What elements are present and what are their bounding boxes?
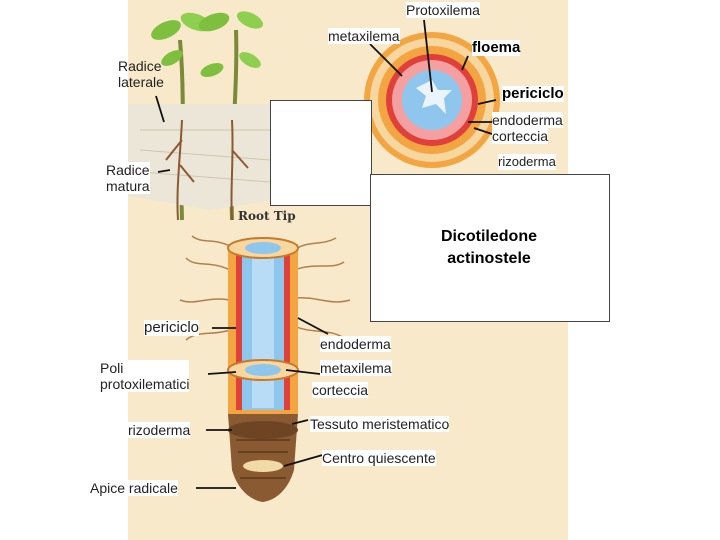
label-rizoderma-top: rizoderma	[498, 154, 556, 170]
label-apice-radicale: Apice radicale	[90, 480, 178, 496]
root-longitudinal-section	[179, 235, 351, 502]
label-radice-matura: Radice matura	[106, 162, 150, 194]
label-rizoderma-left: rizoderma	[128, 422, 191, 438]
title-line-2: actinostele	[447, 250, 531, 267]
label-corteccia-top: corteccia	[492, 128, 549, 144]
label-protoxilema: Protoxilema	[406, 2, 480, 18]
title-box	[370, 174, 610, 322]
label-tessuto-meristematico: Tessuto meristematico	[310, 416, 450, 432]
seedling-roots	[165, 119, 249, 221]
label-corteccia-mid: corteccia	[312, 382, 369, 398]
label-metaxilema-top: metaxilema	[328, 28, 400, 44]
label-metaxilema-mid: metaxilema	[320, 360, 392, 376]
label-root-tip: Root Tip	[238, 209, 296, 223]
label-radice-laterale: Radice laterale	[118, 58, 164, 90]
root-cross-section	[364, 32, 500, 168]
diagram-title: Dicotiledone actinostele	[370, 226, 608, 270]
label-endoderma-mid: endoderma	[320, 336, 391, 352]
label-periciclo-top: periciclo	[502, 85, 564, 102]
soil-band	[128, 104, 271, 210]
title-line-1: Dicotiledone	[440, 228, 537, 245]
label-centro-quiescente: Centro quiescente	[322, 450, 436, 466]
label-endoderma-top: endoderma	[492, 112, 563, 128]
label-poli-protoxilematici: Poli protoxilematici	[100, 360, 190, 392]
blank-box-upper	[270, 100, 372, 206]
label-periciclo-left: periciclo	[144, 319, 200, 336]
label-pointers	[155, 19, 497, 489]
label-floema: floema	[472, 39, 521, 56]
